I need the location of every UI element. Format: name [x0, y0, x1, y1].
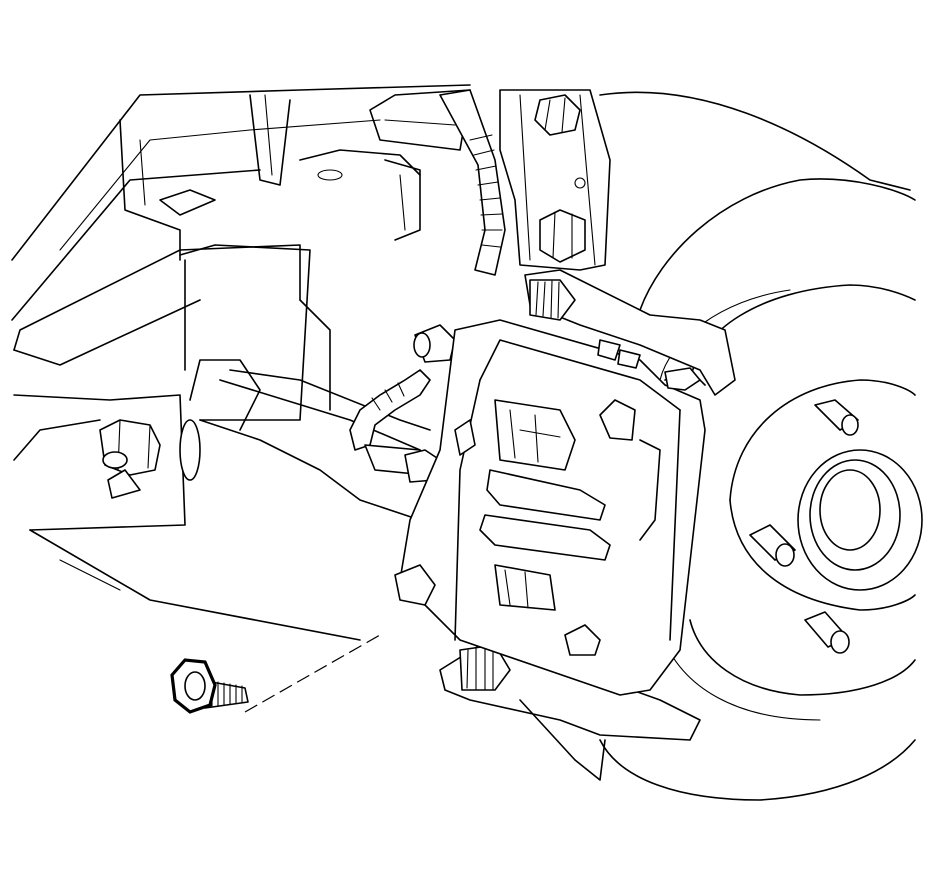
wheel-hub: [749, 399, 923, 654]
brake-hose: [349, 89, 506, 483]
brake-caliper: [394, 319, 706, 696]
control-arm-nut: [99, 419, 201, 499]
wheel-stud: [749, 524, 796, 567]
wheel-stud: [804, 611, 850, 654]
wheel-stud: [814, 399, 859, 436]
leader-line: [244, 634, 381, 713]
subframe: [11, 84, 471, 641]
caliper-bolt: [170, 634, 381, 714]
steering-knuckle: [499, 89, 611, 271]
